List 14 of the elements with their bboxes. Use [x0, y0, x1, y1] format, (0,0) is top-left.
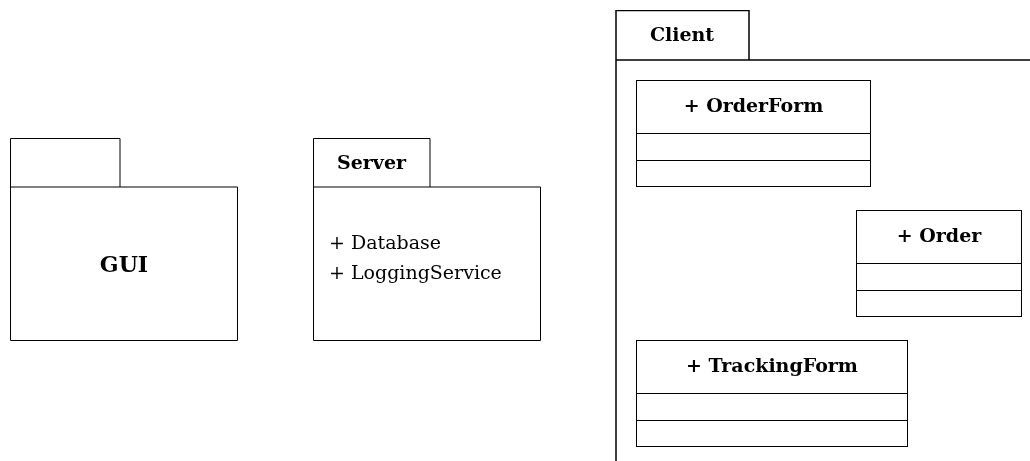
package-frame	[313, 138, 541, 341]
class-name: + Order	[895, 224, 983, 246]
package-name: Client	[648, 23, 716, 45]
class-box	[636, 340, 908, 447]
package-member: + LoggingService	[329, 261, 502, 283]
package-name: GUI	[98, 251, 150, 277]
package-frame	[10, 138, 238, 341]
class-box	[856, 210, 1022, 317]
package-name: Server	[336, 150, 408, 173]
package-frame	[615, 10, 1030, 461]
class-box	[636, 80, 871, 187]
class-name: + OrderForm	[682, 94, 825, 116]
package-member: + Database	[329, 231, 441, 253]
class-name: + TrackingForm	[685, 354, 859, 376]
